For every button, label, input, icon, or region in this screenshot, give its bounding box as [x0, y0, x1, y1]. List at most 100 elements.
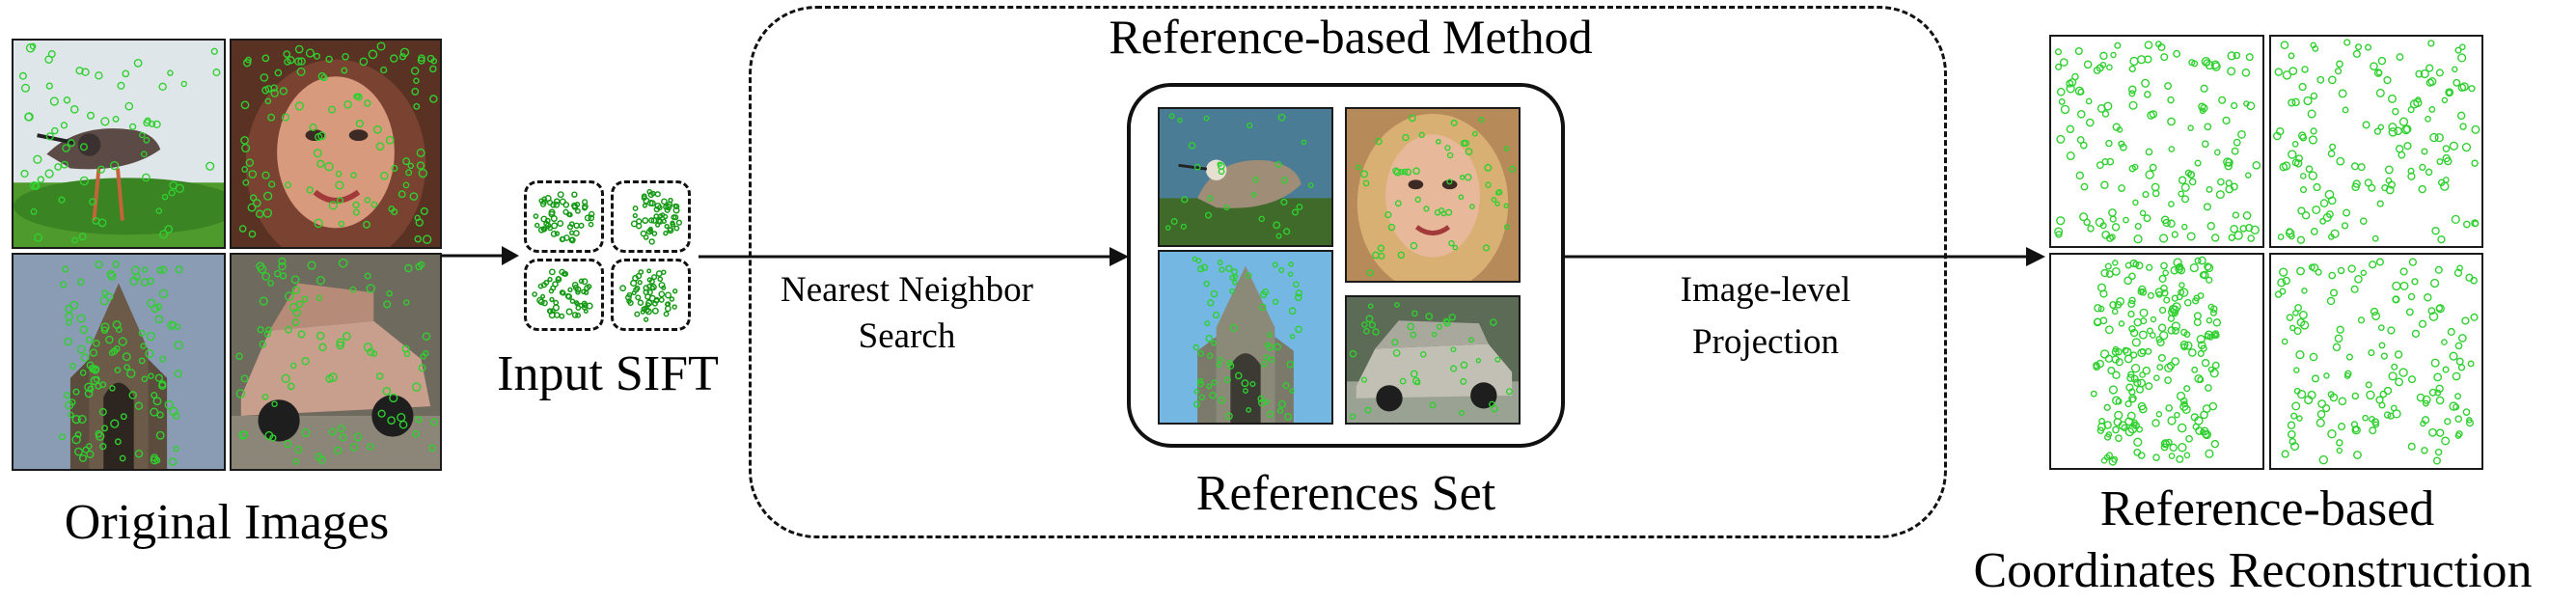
keypoint-marker [2179, 401, 2189, 411]
keypoint-marker [355, 119, 364, 128]
keypoint-marker [2431, 227, 2440, 235]
keypoint-marker [2075, 171, 2084, 180]
keypoint-marker [2096, 64, 2104, 72]
keypoint-marker [2126, 411, 2136, 421]
keypoint-marker [89, 348, 98, 357]
keypoint-marker [2174, 411, 2180, 419]
keypoint-marker [2327, 196, 2337, 206]
keypoint-marker [1272, 261, 1278, 268]
keypoint-marker [367, 347, 375, 357]
keypoint-marker [1450, 119, 1458, 126]
keypoint-marker [363, 343, 373, 352]
keypoint-marker [658, 290, 666, 298]
keypoint-marker [76, 344, 86, 354]
keypoint-marker [2188, 348, 2197, 357]
keypoint-marker [156, 266, 164, 274]
keypoint-marker [294, 44, 304, 54]
keypoint-marker [1195, 258, 1202, 264]
keypoint-marker [112, 320, 122, 329]
keypoint-marker [252, 199, 261, 207]
keypoint-marker [574, 202, 581, 207]
keypoint-marker [155, 207, 163, 214]
keypoint-marker [2343, 372, 2351, 379]
keypoint-marker [1266, 410, 1274, 418]
keypoint-marker [315, 331, 325, 341]
keypoint-marker [2398, 151, 2406, 159]
keypoint-marker [420, 352, 426, 360]
keypoint-marker [1193, 388, 1200, 395]
keypoint-marker [1217, 356, 1223, 363]
keypoint-marker [2076, 136, 2085, 144]
keypoint-marker [150, 455, 159, 465]
keypoint-marker [2454, 393, 2461, 400]
keypoint-marker [651, 274, 658, 281]
keypoint-marker [2369, 261, 2377, 269]
keypoint-marker [146, 331, 156, 342]
keypoint-marker [2180, 328, 2188, 337]
method-title: Reference-based Method [1109, 10, 1593, 64]
keypoint-marker [2119, 143, 2127, 151]
keypoint-marker [2394, 350, 2403, 359]
keypoint-marker [84, 389, 94, 398]
keypoint-marker [2129, 56, 2139, 67]
keypoint-marker [2243, 100, 2250, 107]
keypoint-marker [1205, 334, 1214, 343]
keypoint-marker [249, 194, 258, 202]
keypoint-marker [665, 203, 672, 211]
keypoint-marker [2385, 185, 2395, 195]
keypoint-marker [158, 82, 167, 92]
keypoint-marker [2197, 341, 2206, 350]
keypoint-marker [646, 199, 654, 206]
keypoint-marker [1509, 165, 1517, 173]
keypoint-marker [1434, 209, 1441, 216]
keypoint-marker [2451, 214, 2460, 225]
keypoint-marker [100, 117, 110, 126]
keypoint-marker [164, 225, 174, 233]
keypoint-marker [2442, 366, 2450, 373]
keypoint-marker [98, 407, 107, 416]
keypoint-marker [2293, 367, 2300, 373]
keypoint-marker [2353, 451, 2362, 459]
keypoint-marker [635, 294, 642, 301]
keypoint-marker [2205, 263, 2214, 273]
keypoint-marker [2245, 172, 2252, 178]
keypoint-marker [2162, 269, 2169, 277]
keypoint-marker [2371, 234, 2379, 242]
keypoint-marker [138, 357, 146, 365]
keypoint-marker [112, 116, 120, 123]
keypoint-marker [141, 375, 149, 383]
keypoint-marker [647, 191, 655, 199]
keypoint-marker [2112, 123, 2121, 131]
keypoint-marker [2336, 60, 2343, 69]
keypoint-marker [297, 57, 306, 66]
keypoint-marker [128, 123, 137, 130]
keypoint-marker [643, 305, 648, 312]
keypoint-marker [2152, 453, 2160, 462]
keypoint-marker [2206, 186, 2213, 193]
keypoint-marker [2160, 439, 2171, 449]
keypoint-marker [1410, 370, 1418, 378]
keypoint-marker [2164, 363, 2174, 372]
keypoint-marker [372, 124, 382, 134]
keypoint-marker [548, 268, 556, 276]
keypoint-marker [2300, 320, 2310, 330]
keypoint-marker [2392, 295, 2399, 304]
keypoint-marker [114, 367, 122, 373]
keypoint-marker [301, 428, 311, 437]
keypoint-marker [2056, 87, 2066, 96]
keypoint-marker [2108, 208, 2117, 217]
keypoint-marker [640, 230, 647, 237]
keypoint-marker [1196, 380, 1204, 388]
keypoint-marker [1198, 394, 1206, 401]
keypoint-marker [301, 357, 310, 366]
keypoint-marker [60, 281, 68, 288]
keypoint-marker [2145, 170, 2154, 179]
keypoint-marker [287, 56, 295, 65]
keypoint-marker [1411, 310, 1418, 317]
keypoint-marker [62, 144, 70, 152]
keypoint-marker [2396, 53, 2404, 62]
keypoint-marker [278, 261, 287, 271]
reference-image-face [1345, 107, 1521, 283]
keypoint-marker [2114, 300, 2123, 309]
keypoint-marker [2179, 288, 2189, 297]
